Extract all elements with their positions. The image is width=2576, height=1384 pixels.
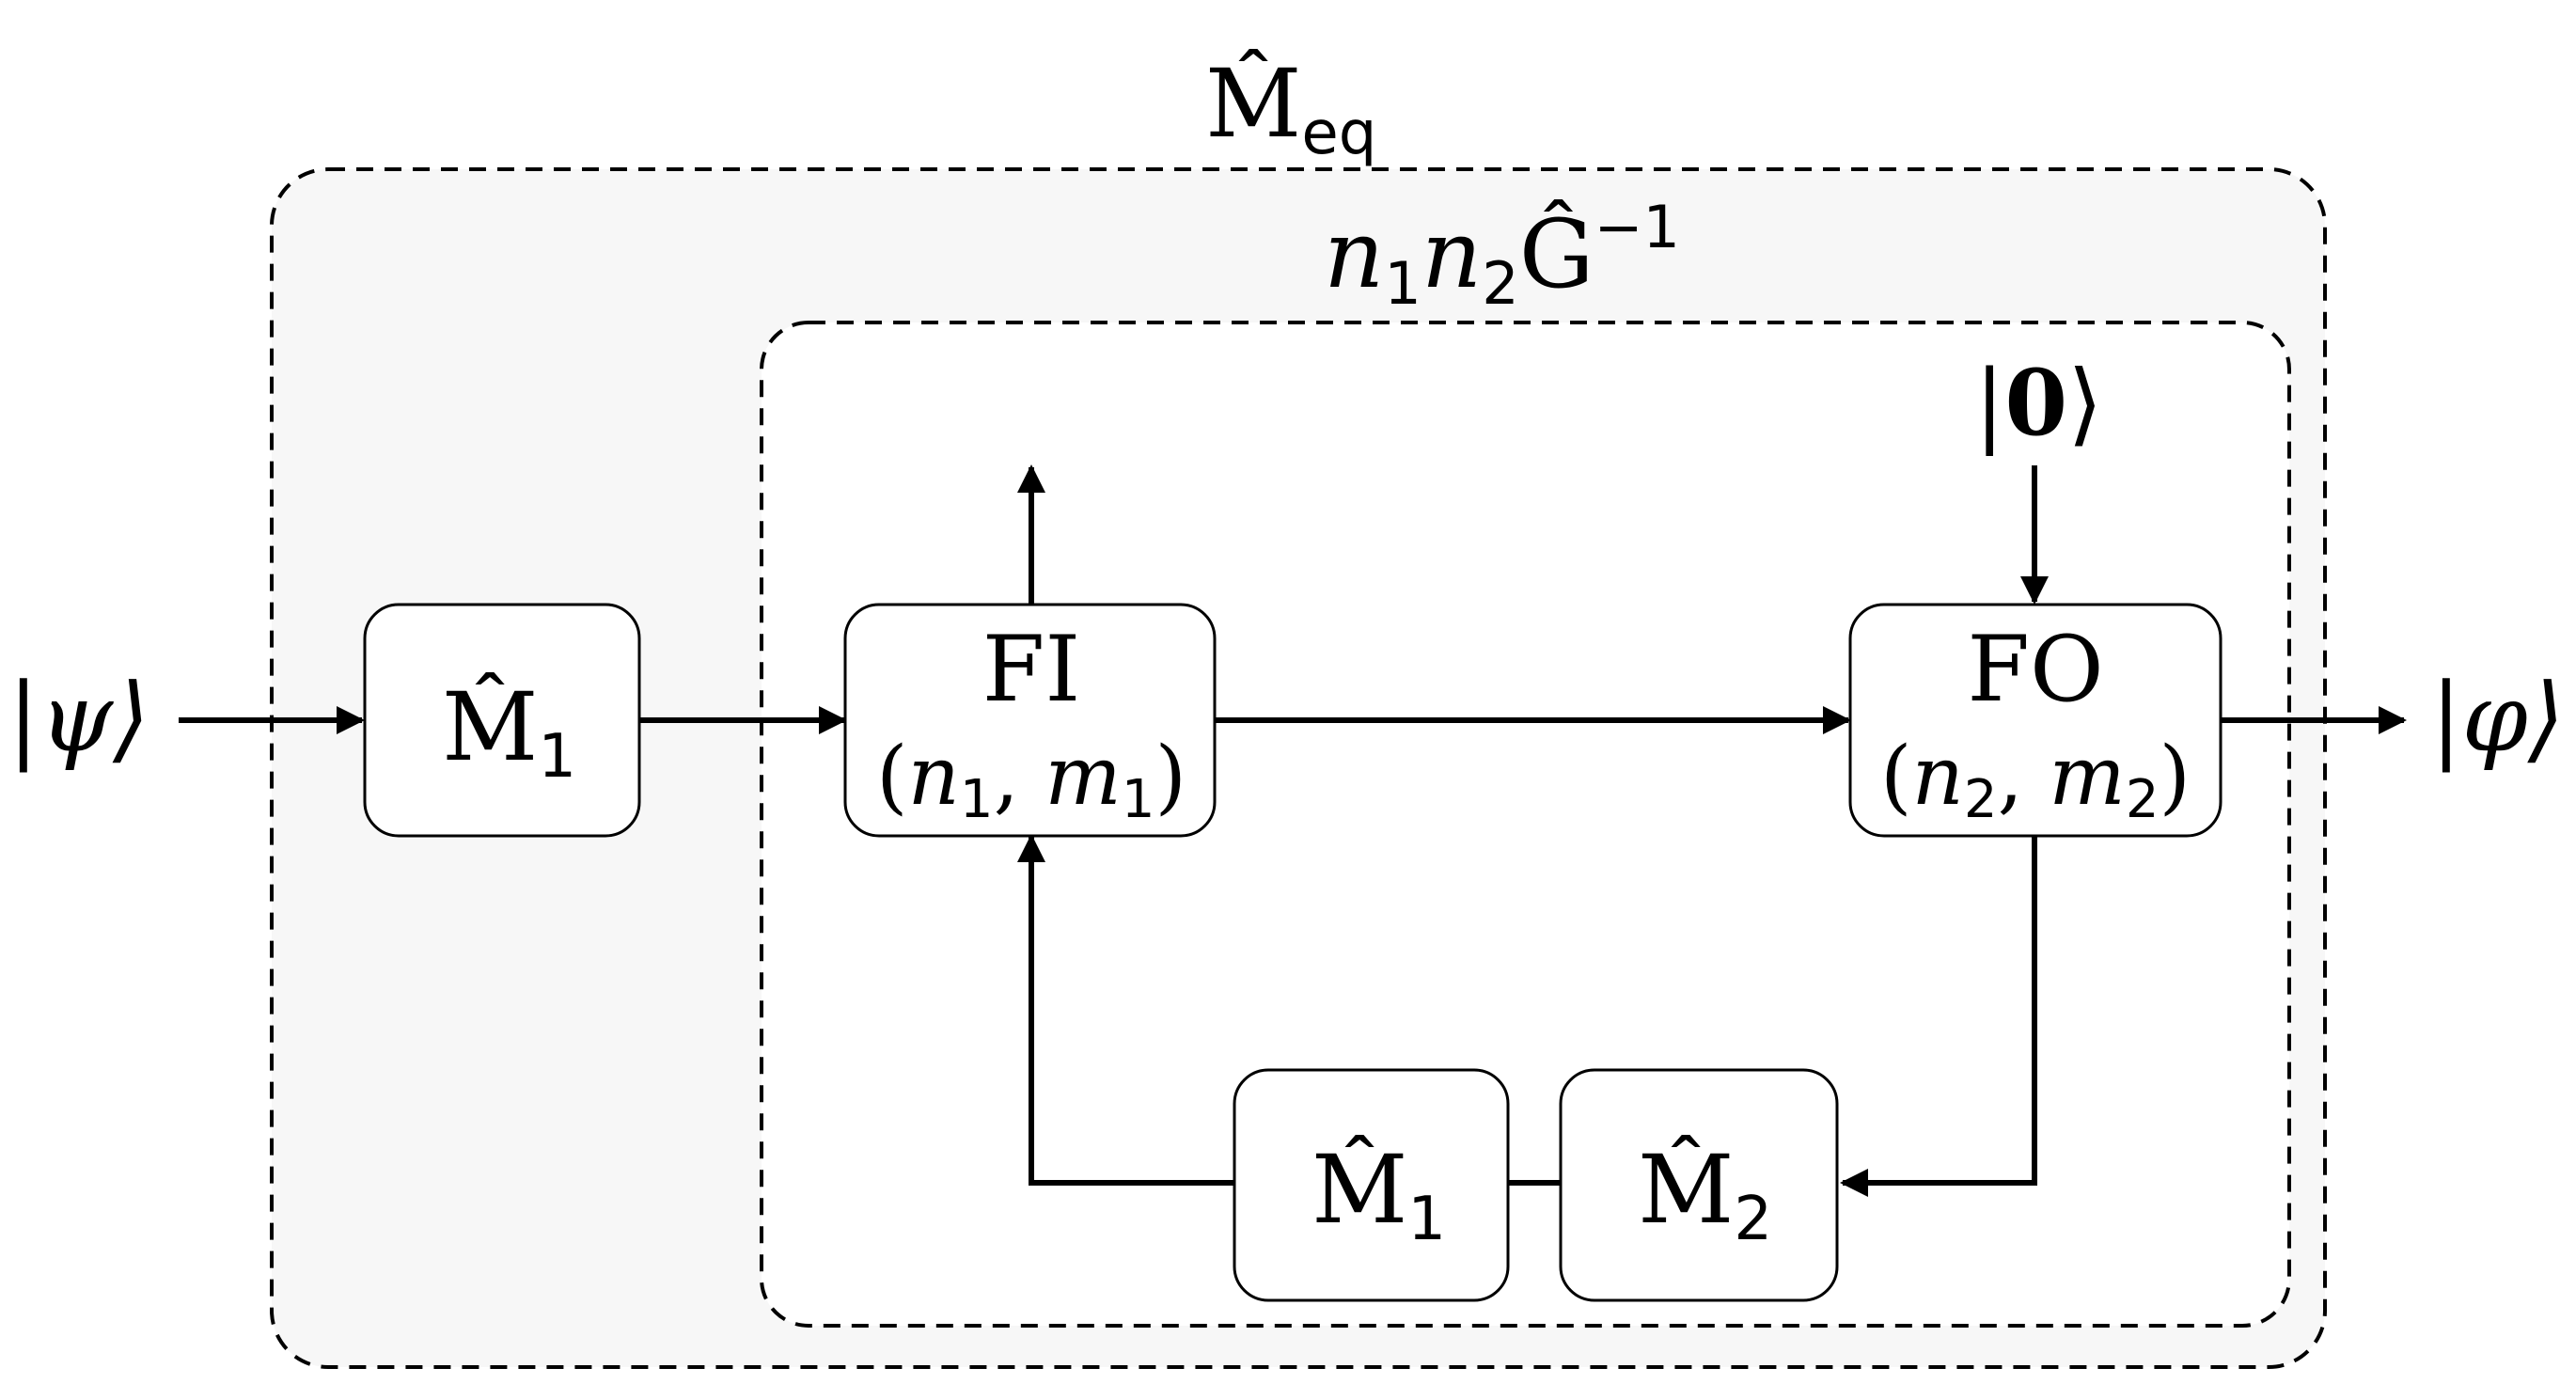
m1-left-box xyxy=(363,603,641,838)
fo-box xyxy=(1848,603,2223,838)
input-state: |ψ⟩ xyxy=(8,663,149,773)
m1-left-label: M̂1 xyxy=(442,672,576,792)
m2-bottom-box xyxy=(1559,1068,1839,1302)
fi-title: FI xyxy=(982,617,1081,722)
fi-params: (n1, m1) xyxy=(876,730,1186,830)
m1-bottom-label: M̂1 xyxy=(1312,1135,1446,1254)
m1-bottom-box xyxy=(1233,1068,1510,1302)
m2-bottom-label: M̂2 xyxy=(1638,1135,1772,1254)
m1-to-fi-feedback-arrow xyxy=(1017,834,1234,1186)
outer-label: M̂eq xyxy=(1205,49,1376,168)
inner-label: n1n2Ĝ−1 xyxy=(1324,193,1680,318)
output-state: |φ⟩ xyxy=(2430,663,2565,773)
fo-title: FO xyxy=(1967,617,2103,722)
zero-state: |0⟩ xyxy=(1974,350,2103,456)
fi-box xyxy=(843,603,1217,838)
inner-region xyxy=(760,321,2291,1328)
fo-params: (n2, m2) xyxy=(1880,730,2191,830)
fo-to-m2-arrow xyxy=(1840,835,2037,1197)
